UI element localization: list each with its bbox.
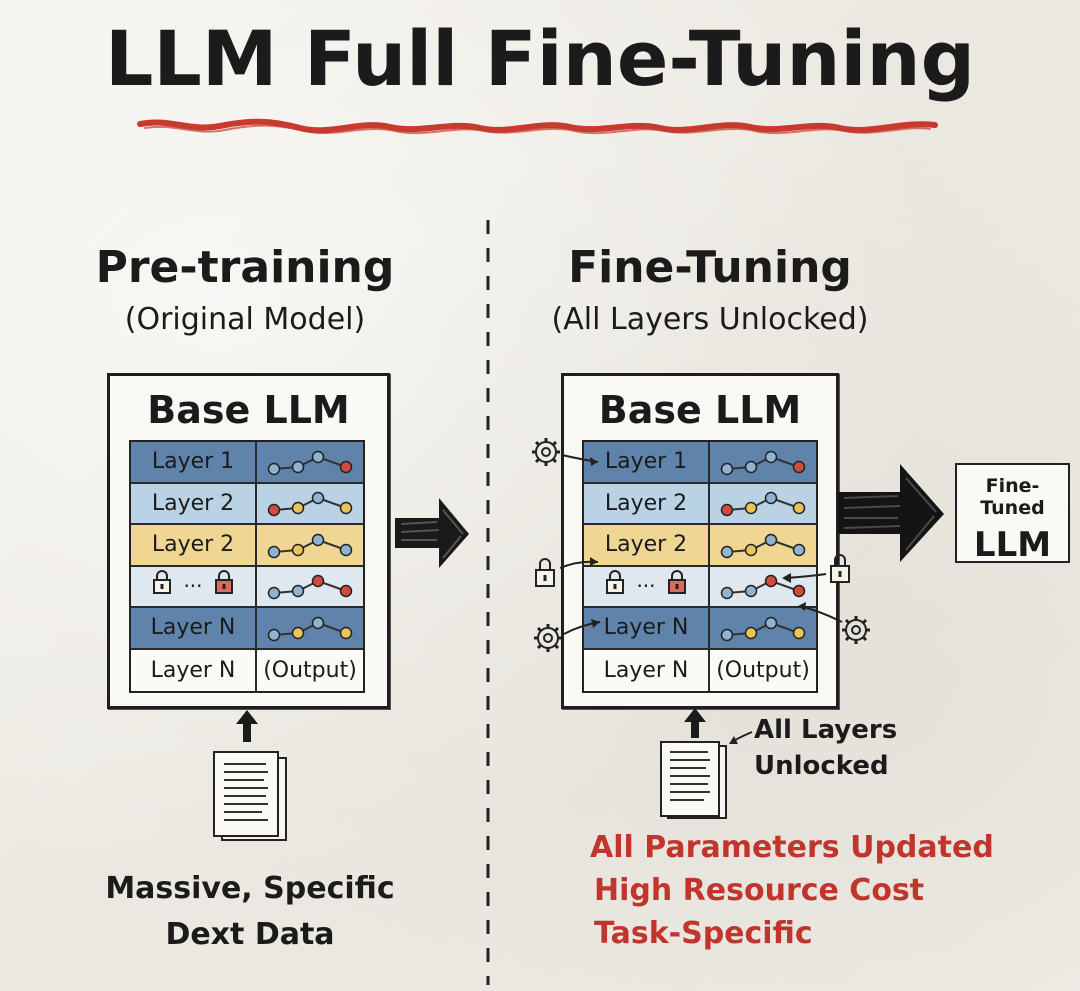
- layer-label: Layer N: [131, 608, 257, 650]
- unlocked-note-line2: Unlocked: [754, 751, 889, 781]
- fine-tuned-llm-box: Fine-Tuned LLM: [955, 463, 1070, 565]
- document-icon: [213, 751, 287, 841]
- unlocked-note-line1: All Layers: [754, 715, 898, 745]
- layer-label: Layer 1: [131, 442, 257, 484]
- lock-icon: [151, 570, 173, 601]
- pretraining-subheading: (Original Model): [124, 302, 366, 337]
- node-chain-icon: [710, 608, 816, 650]
- fine-tuned-label: Fine-Tuned: [980, 475, 1045, 519]
- layer-label: Layer 2: [584, 483, 710, 525]
- base-llm-title: Base LLM: [598, 388, 802, 432]
- node-chain-icon: [257, 442, 363, 484]
- data-label-line1: Massive, Specific: [105, 871, 395, 906]
- base-llm-title: Base LLM: [147, 388, 350, 432]
- lock-icon: [666, 570, 688, 601]
- effect-all-parameters: All Parameters Updated: [590, 830, 994, 865]
- arrow-up-icon: [684, 708, 706, 738]
- llm-label: LLM: [973, 525, 1052, 565]
- layer-label: Layer 1: [584, 442, 710, 484]
- data-label: Massive, Specific Dext Data: [90, 866, 410, 958]
- locked-layers-cell: ···: [584, 566, 710, 608]
- lock-icon: [213, 570, 235, 601]
- layer-label: Layer 2: [584, 525, 710, 567]
- locked-layers-cell: ···: [131, 566, 257, 608]
- data-label-line2: Dext Data: [165, 917, 335, 952]
- finetuning-effects: All Parameters Updated High Resource Cos…: [590, 826, 994, 955]
- node-chain-icon: [710, 525, 816, 567]
- output-label: (Output): [710, 649, 816, 691]
- effect-task-specific: Task-Specific: [594, 916, 813, 951]
- arrow-up-icon: [236, 710, 258, 742]
- page-title: LLM Full Fine-Tuning: [105, 14, 975, 103]
- effect-resource-cost: High Resource Cost: [594, 873, 925, 908]
- ellipsis: ···: [183, 574, 203, 599]
- unlocked-note: All Layers Unlocked: [754, 712, 897, 784]
- section-divider: [486, 220, 490, 985]
- node-chain-icon: [257, 525, 363, 567]
- lock-icon: [604, 570, 626, 601]
- layer-label: Layer 2: [131, 525, 257, 567]
- finetuning-heading: Fine-Tuning: [568, 242, 852, 293]
- arrow-right-icon: [838, 464, 944, 562]
- node-chain-icon: [257, 608, 363, 650]
- node-chain-icon: [710, 566, 816, 608]
- node-chain-icon: [710, 483, 816, 525]
- document-icon: [660, 741, 727, 819]
- ellipsis: ···: [636, 574, 656, 599]
- pretraining-heading: Pre-training: [95, 242, 395, 293]
- output-label: (Output): [257, 649, 363, 691]
- node-chain-icon: [257, 483, 363, 525]
- layer-label: Layer 2: [131, 483, 257, 525]
- layer-label: Layer N: [584, 608, 710, 650]
- node-chain-icon: [257, 566, 363, 608]
- layer-label: Layer N: [131, 649, 257, 691]
- finetuning-subheading: (All Layers Unlocked): [551, 302, 869, 337]
- layer-label: Layer N: [584, 649, 710, 691]
- arrow-right-icon: [395, 498, 469, 568]
- node-chain-icon: [710, 442, 816, 484]
